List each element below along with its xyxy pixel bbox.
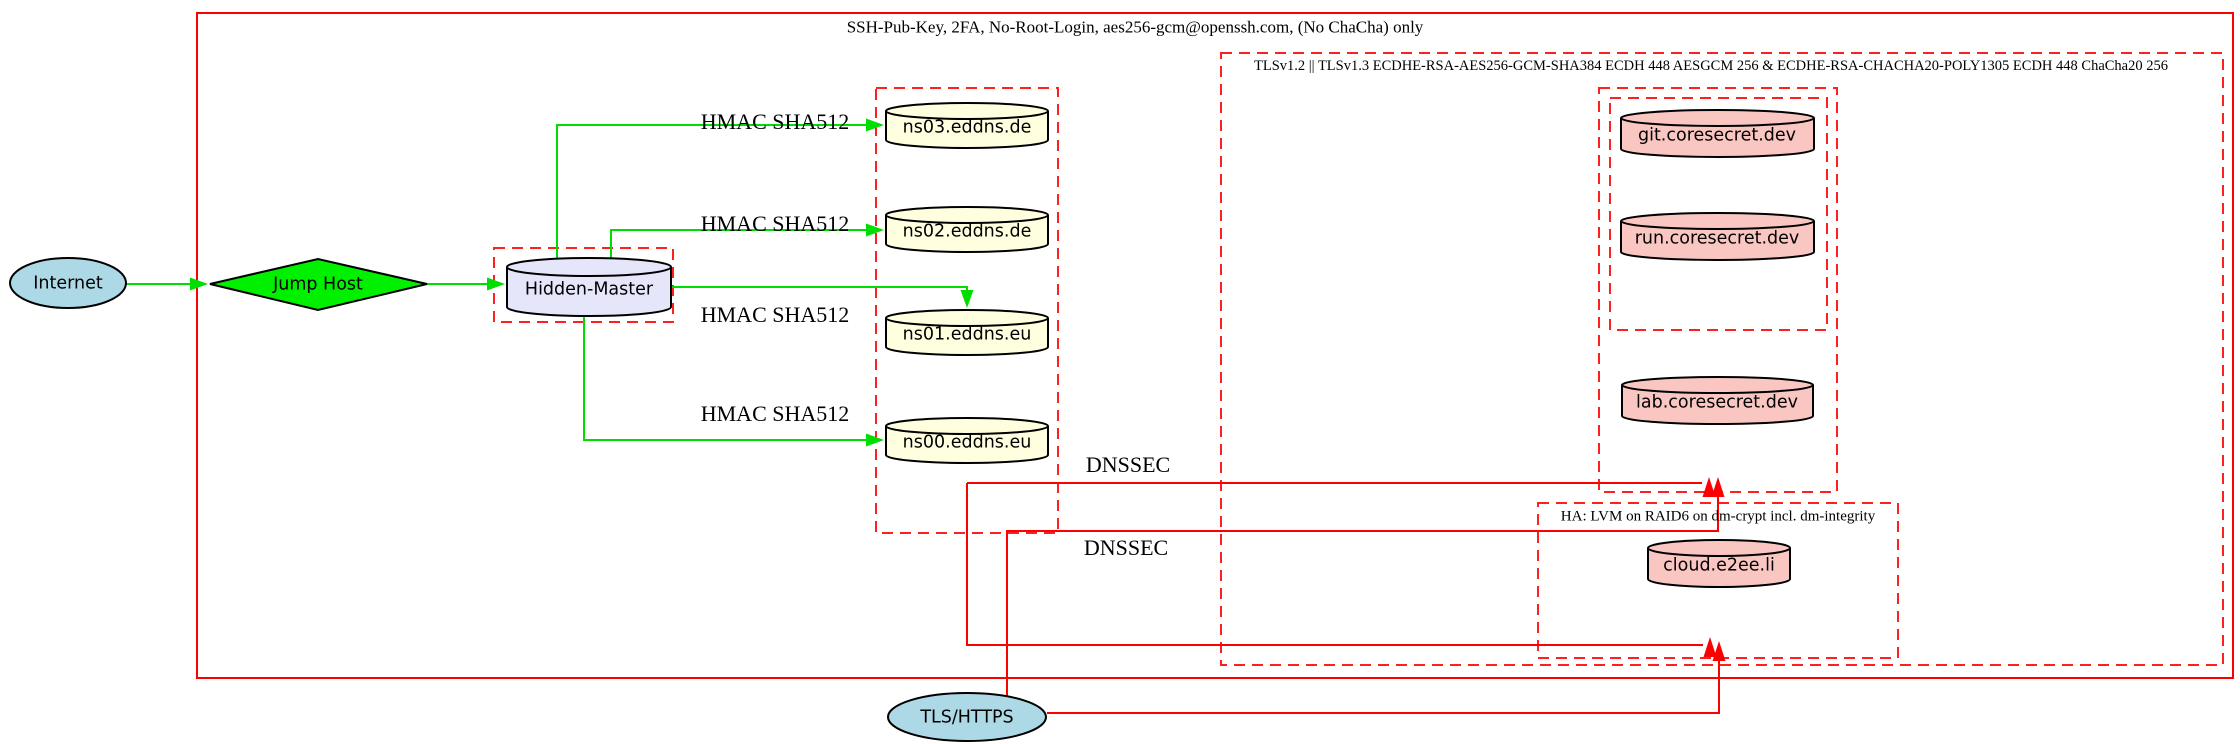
- edge-label-hmac-2: HMAC SHA512: [700, 211, 850, 236]
- cluster-gitrun-boundary: [1609, 97, 1828, 331]
- cluster-ssh-boundary: [196, 12, 2234, 679]
- node-cloud: [1647, 539, 1791, 588]
- edge-label-hmac-4: HMAC SHA512: [700, 401, 850, 426]
- node-lab-label: lab.coresecret.dev: [1636, 392, 1798, 413]
- edge-hiddenmaster-ns01: [665, 286, 968, 290]
- arrowhead-hiddenmaster-ns00: [866, 433, 884, 447]
- arrowhead-internet-jumphost: [190, 277, 208, 291]
- cluster-nameservers-boundary: [875, 87, 1059, 534]
- arrowhead-hiddenmaster-ns03: [866, 118, 884, 132]
- node-ns00-lid: [885, 425, 1049, 435]
- arrowhead-hiddenmaster-ns02: [866, 223, 884, 237]
- node-git-label: git.coresecret.dev: [1637, 125, 1797, 146]
- node-run-lid: [1620, 220, 1815, 230]
- node-ns03: [885, 102, 1049, 149]
- node-run-label: run.coresecret.dev: [1634, 228, 1800, 249]
- edge-tls-coresecret: [1006, 497, 1719, 700]
- node-ns02-lid: [885, 214, 1049, 224]
- edge-hiddenmaster-ns02: [610, 229, 866, 262]
- arrowhead-jumphost-hiddenmaster: [487, 277, 505, 291]
- edge-label-dnssec-1: DNSSEC: [1085, 452, 1171, 477]
- node-ns00-label: ns00.eddns.eu: [902, 432, 1032, 453]
- node-run: [1620, 212, 1815, 261]
- arrowhead-dnssec-coresecret: [1702, 477, 1716, 497]
- edge-hiddenmaster-ns00: [583, 314, 866, 441]
- node-ns01-lid: [885, 317, 1049, 327]
- arrowhead-dnssec-ha: [1703, 637, 1717, 657]
- cluster-ssh-label: SSH-Pub-Key, 2FA, No-Root-Login, aes256-…: [846, 17, 1424, 37]
- edge-label-dnssec-2: DNSSEC: [1083, 535, 1169, 560]
- arrowhead-tls-coresecret: [1711, 477, 1725, 497]
- node-jump-host: [209, 257, 428, 312]
- node-ns02: [885, 206, 1049, 253]
- node-cloud-lid: [1647, 547, 1791, 557]
- node-internet: [9, 257, 127, 309]
- node-ns00: [885, 417, 1049, 464]
- node-hidden-master-label: Hidden-Master: [524, 279, 654, 300]
- node-lab-lid: [1621, 384, 1814, 394]
- node-lab: [1621, 376, 1814, 425]
- cluster-tls-label: TLSv1.2 || TLSv1.3 ECDHE-RSA-AES256-GCM-…: [1254, 57, 2168, 74]
- node-jump-host-label: Jump Host: [273, 274, 363, 295]
- node-ns03-label: ns03.eddns.de: [902, 117, 1032, 138]
- node-ns01-label: ns01.eddns.eu: [902, 324, 1032, 345]
- cluster-ha-label: HA: LVM on RAID6 on dm-crypt incl. dm-in…: [1560, 508, 1876, 525]
- node-git: [1620, 109, 1815, 158]
- edge-label-hmac-1: HMAC SHA512: [700, 109, 850, 134]
- node-hidden-master-lid: [506, 266, 672, 277]
- node-hidden-master: [506, 257, 672, 317]
- edge-dnssec-ha: [966, 483, 1703, 646]
- cluster-tls-boundary: [1220, 52, 2224, 666]
- edge-tls-ha: [1047, 661, 1720, 714]
- node-cloud-label: cloud.e2ee.li: [1663, 555, 1775, 576]
- node-tls-https-label: TLS/HTTPS: [920, 707, 1014, 728]
- node-ns01: [885, 309, 1049, 356]
- node-internet-label: Internet: [33, 273, 103, 294]
- node-ns03-lid: [885, 110, 1049, 120]
- arrowhead-hiddenmaster-ns01: [960, 290, 974, 308]
- edge-hiddenmaster-ns03: [556, 124, 866, 262]
- edge-label-hmac-3: HMAC SHA512: [700, 302, 850, 327]
- arrowhead-tls-ha: [1712, 641, 1726, 661]
- node-ns02-label: ns02.eddns.de: [902, 221, 1032, 242]
- node-git-lid: [1620, 117, 1815, 127]
- node-tls-https: [887, 692, 1047, 742]
